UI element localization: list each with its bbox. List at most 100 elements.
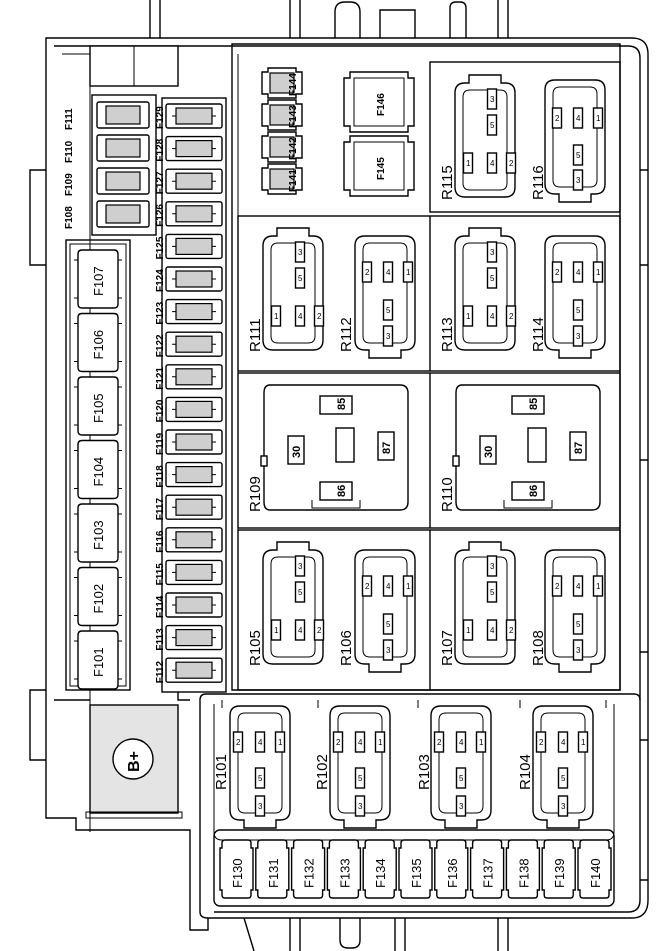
svg-text:1: 1 bbox=[378, 738, 383, 747]
relay-label: R105 bbox=[247, 630, 264, 666]
fuse-f129[interactable]: F129 bbox=[155, 103, 223, 129]
fuse-f128[interactable]: F128 bbox=[155, 135, 223, 162]
svg-text:1: 1 bbox=[278, 738, 283, 747]
fuse-f105[interactable]: F105 bbox=[74, 376, 122, 436]
relay-r113[interactable]: 3 5 1 4 2 bbox=[454, 227, 517, 351]
battery-terminal-b-plus[interactable] bbox=[112, 738, 154, 780]
fuse-f120[interactable]: F120 bbox=[155, 396, 223, 422]
relay-r104[interactable]: 2 4 1 5 3 bbox=[532, 705, 594, 829]
fuse-f144[interactable]: F144 bbox=[261, 67, 303, 99]
fuse-f111[interactable]: F111 bbox=[64, 101, 150, 130]
fuse-label: F101 bbox=[91, 647, 106, 677]
battery-terminal-label: B+ bbox=[126, 751, 143, 772]
fuse-f127[interactable]: F127 bbox=[155, 168, 223, 194]
fuse-label: F121 bbox=[155, 367, 166, 390]
fuse-f130[interactable]: F130 bbox=[219, 839, 254, 899]
fuse-label: F122 bbox=[155, 334, 166, 357]
svg-text:3: 3 bbox=[576, 646, 581, 655]
svg-text:2: 2 bbox=[509, 312, 514, 321]
fuse-label: F133 bbox=[337, 858, 352, 888]
fuse-f145[interactable]: F145 bbox=[343, 135, 415, 197]
fuse-f136[interactable]: F136 bbox=[434, 839, 469, 899]
fuse-f118[interactable]: F118 bbox=[155, 461, 223, 488]
relay-r101[interactable]: 2 4 1 5 3 bbox=[229, 705, 291, 829]
fuse-f134[interactable]: F134 bbox=[362, 839, 397, 899]
relay-r112[interactable]: 2 4 1 5 3 bbox=[354, 235, 416, 359]
fuse-f102[interactable]: F102 bbox=[74, 566, 122, 627]
pin-label: 87 bbox=[573, 442, 585, 454]
fuse-f106[interactable]: F106 bbox=[74, 312, 122, 373]
relay-r103[interactable]: 2 4 1 5 3 bbox=[430, 705, 492, 829]
fuse-f126[interactable]: F126 bbox=[155, 201, 223, 227]
fuse-f117[interactable]: F117 bbox=[155, 494, 223, 521]
fuse-label: F140 bbox=[588, 858, 603, 888]
fuse-f108[interactable]: F108 bbox=[64, 200, 150, 229]
svg-text:1: 1 bbox=[406, 582, 411, 591]
fuse-label: F118 bbox=[155, 465, 166, 488]
relay-r115[interactable]: 3 5 1 4 2 bbox=[454, 74, 517, 198]
fuse-f122[interactable]: F122 bbox=[155, 331, 223, 357]
fuse-label: F117 bbox=[155, 498, 166, 521]
fuse-label: F111 bbox=[64, 108, 75, 130]
relay-label: R102 bbox=[314, 754, 331, 790]
relay-r108[interactable]: 2 4 1 5 3 bbox=[544, 549, 606, 673]
fuse-f114[interactable]: F114 bbox=[155, 592, 223, 618]
relay-r111[interactable]: 3 5 1 4 2 bbox=[262, 227, 325, 351]
svg-text:4: 4 bbox=[386, 582, 391, 591]
fuse-f119[interactable]: F119 bbox=[155, 429, 223, 455]
relay-r114[interactable]: 2 4 1 5 3 bbox=[544, 235, 606, 359]
relay-r110[interactable]: 85 30 87 86 bbox=[452, 384, 601, 511]
fuse-f124[interactable]: F124 bbox=[155, 266, 223, 292]
fuse-f131[interactable]: F131 bbox=[255, 839, 290, 899]
svg-text:4: 4 bbox=[386, 268, 391, 277]
fuse-label: F142 bbox=[288, 137, 299, 160]
fuse-f135[interactable]: F135 bbox=[398, 839, 433, 899]
svg-text:3: 3 bbox=[386, 646, 391, 655]
fuse-f116[interactable]: F116 bbox=[155, 527, 223, 553]
fuse-label: F112 bbox=[155, 661, 166, 684]
fuse-f141[interactable]: F141 bbox=[261, 163, 303, 195]
fuse-label: F136 bbox=[445, 858, 460, 888]
relay-r107[interactable]: 3 5 1 4 2 bbox=[454, 541, 517, 665]
relay-r105[interactable]: 3 5 1 4 2 bbox=[262, 541, 325, 665]
svg-text:1: 1 bbox=[596, 582, 601, 591]
svg-text:2: 2 bbox=[555, 268, 560, 277]
fuse-f137[interactable]: F137 bbox=[469, 839, 505, 899]
svg-text:5: 5 bbox=[576, 620, 581, 629]
fuse-f142[interactable]: F142 bbox=[261, 131, 303, 163]
relay-label: R112 bbox=[338, 317, 355, 352]
fuse-f107[interactable]: F107 bbox=[74, 249, 122, 309]
relay-label: R101 bbox=[213, 754, 230, 790]
fuse-f125[interactable]: F125 bbox=[155, 233, 223, 259]
svg-text:4: 4 bbox=[490, 626, 495, 635]
left-fuse-block bbox=[65, 45, 227, 693]
fuse-f121[interactable]: F121 bbox=[155, 364, 223, 390]
fuse-f139[interactable]: F139 bbox=[541, 839, 576, 899]
fuse-f103[interactable]: F103 bbox=[74, 503, 122, 563]
fuse-label: F131 bbox=[266, 858, 281, 888]
fuse-f133[interactable]: F133 bbox=[326, 839, 362, 899]
relay-r116[interactable]: 2 4 1 5 3 bbox=[544, 79, 606, 203]
fuse-f143[interactable]: F143 bbox=[261, 99, 303, 131]
fuse-f113[interactable]: F113 bbox=[155, 624, 223, 651]
fuse-f110[interactable]: F110 bbox=[64, 134, 150, 163]
fuse-f112[interactable]: F112 bbox=[155, 657, 223, 684]
relay-r102[interactable]: 2 4 1 5 3 bbox=[329, 705, 391, 829]
fuse-label: F102 bbox=[91, 584, 106, 614]
relay-r109[interactable]: 85 30 87 86 bbox=[260, 384, 409, 511]
svg-text:3: 3 bbox=[576, 332, 581, 341]
svg-text:3: 3 bbox=[258, 802, 263, 811]
fuse-f101[interactable]: F101 bbox=[74, 630, 122, 690]
fuse-f138[interactable]: F138 bbox=[505, 839, 541, 899]
fuse-f132[interactable]: F132 bbox=[290, 839, 326, 899]
relay-panel bbox=[231, 43, 621, 691]
fuse-f115[interactable]: F115 bbox=[155, 559, 223, 585]
svg-text:5: 5 bbox=[576, 151, 581, 160]
fuse-f104[interactable]: F104 bbox=[74, 439, 122, 500]
svg-text:5: 5 bbox=[459, 774, 464, 783]
fuse-f146[interactable]: F146 bbox=[343, 71, 415, 133]
fuse-f123[interactable]: F123 bbox=[155, 298, 223, 325]
fuse-f140[interactable]: F140 bbox=[577, 839, 612, 899]
fuse-f109[interactable]: F109 bbox=[64, 167, 150, 196]
relay-r106[interactable]: 2 4 1 5 3 bbox=[354, 549, 416, 673]
